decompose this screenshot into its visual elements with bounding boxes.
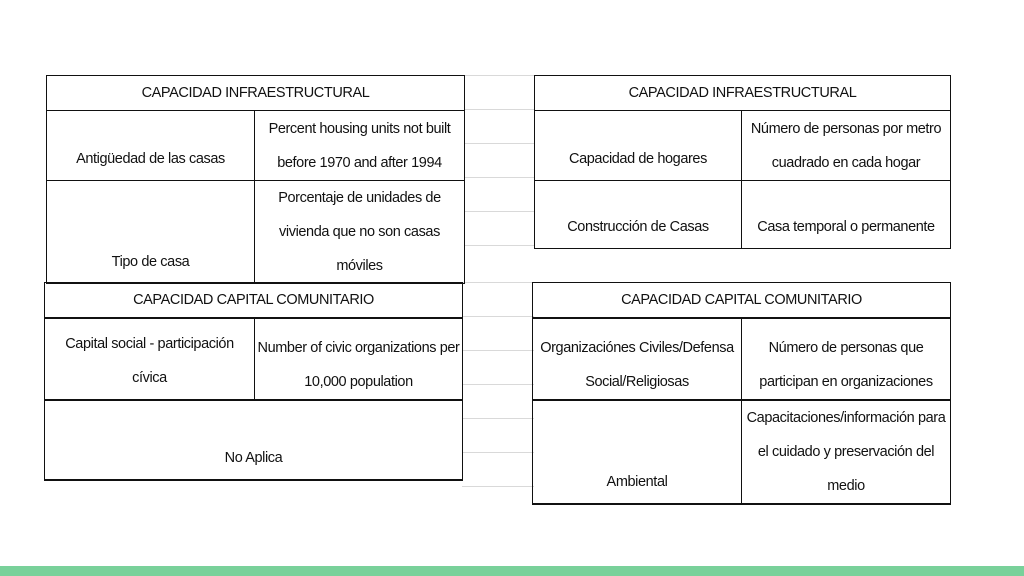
infra-adapted-table: CAPACIDAD INFRAESTRUCTURAL Capacidad de …	[534, 75, 951, 249]
indicator-metric: Capacitaciones/información para el cuida…	[741, 399, 951, 505]
indicator-metric: Número de personas que participan en org…	[741, 317, 951, 401]
spreadsheet-gridlines	[462, 282, 534, 487]
indicator-category: Organizaciónes Civiles/Defensa Social/Re…	[532, 317, 742, 401]
table-header: CAPACIDAD INFRAESTRUCTURAL	[46, 75, 465, 111]
indicator-category: Antigüedad de las casas	[46, 110, 255, 181]
spreadsheet-gridlines	[464, 75, 534, 250]
indicator-category: Capital social - participación cívica	[44, 317, 255, 401]
indicator-category: Ambiental	[532, 399, 742, 505]
indicator-category: Construcción de Casas	[534, 180, 742, 249]
capital-indicators-table: CAPACIDAD CAPITAL COMUNITARIO Capital so…	[44, 282, 463, 481]
indicator-category: Tipo de casa	[46, 180, 255, 284]
indicator-metric: Casa temporal o permanente	[741, 180, 951, 249]
indicator-metric: Porcentaje de unidades de vivienda que n…	[254, 180, 465, 284]
indicator-metric: Número de personas por metro cuadrado en…	[741, 110, 951, 181]
table-header: CAPACIDAD CAPITAL COMUNITARIO	[532, 282, 951, 319]
indicator-metric: Percent housing units not built before 1…	[254, 110, 465, 181]
indicator-metric: Number of civic organizations per 10,000…	[254, 317, 463, 401]
infra-indicators-table: CAPACIDAD INFRAESTRUCTURAL Antigüedad de…	[46, 75, 465, 284]
not-applicable-cell: No Aplica	[44, 399, 463, 481]
table-header: CAPACIDAD CAPITAL COMUNITARIO	[44, 282, 463, 319]
footer-accent-bar	[0, 566, 1024, 576]
table-header: CAPACIDAD INFRAESTRUCTURAL	[534, 75, 951, 111]
indicator-category: Capacidad de hogares	[534, 110, 742, 181]
capital-adapted-table: CAPACIDAD CAPITAL COMUNITARIO Organizaci…	[532, 282, 951, 505]
